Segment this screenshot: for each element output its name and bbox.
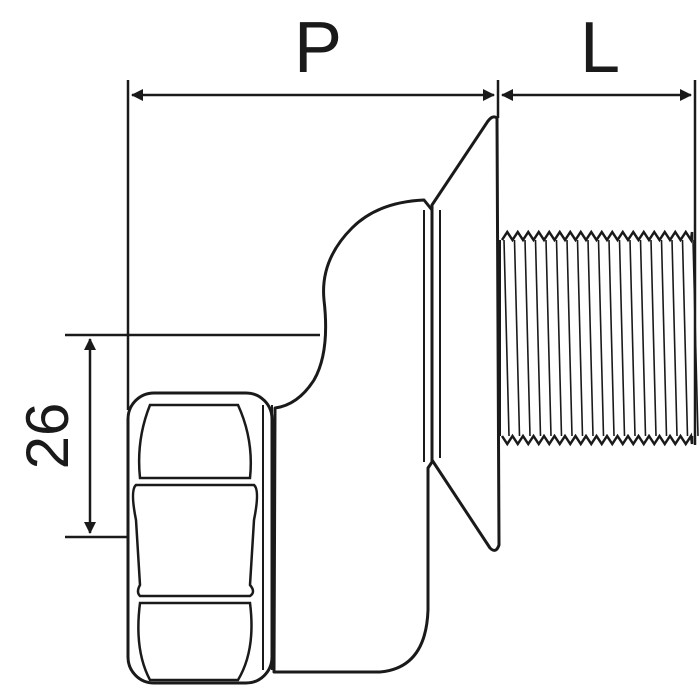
dimension-l: L [501,8,697,235]
dimension-label-p: P [294,8,342,88]
thread-line-17 [681,239,689,437]
thread-line-15 [660,239,668,437]
thread-line-1 [513,239,521,437]
dimension-label-26: 26 [14,403,81,470]
thread-line-7 [576,239,584,437]
hex-facet-middle [131,483,259,598]
thread-crest-top [500,229,694,244]
thread-line-3 [534,239,542,437]
thread-line-0 [503,239,510,437]
thread-crest-bottom [500,432,694,447]
elbow-body-outline [272,198,434,674]
thread-line-16 [671,239,678,437]
thread-line-9 [597,239,605,437]
hex-nut [126,391,274,685]
thread-line-5 [555,239,563,437]
dimension-p: P [126,8,500,410]
flange-outline [430,115,501,552]
thread-line-13 [639,239,647,437]
thread-line-8 [587,239,594,437]
thread-lines [503,239,699,437]
dimension-label-l: L [580,8,620,88]
dimension-26: 26 [14,333,320,539]
thread-line-11 [618,239,626,437]
threaded-stem [499,229,699,447]
thread-line-12 [629,239,636,437]
elbow-body [272,198,434,674]
hex-facet-top [137,403,253,480]
thread-line-2 [524,239,531,437]
hex-facet-bottom [137,601,253,682]
thread-line-6 [566,239,573,437]
thread-line-10 [608,239,615,437]
thread-line-4 [545,239,552,437]
flange [430,115,501,552]
thread-line-14 [650,239,657,437]
